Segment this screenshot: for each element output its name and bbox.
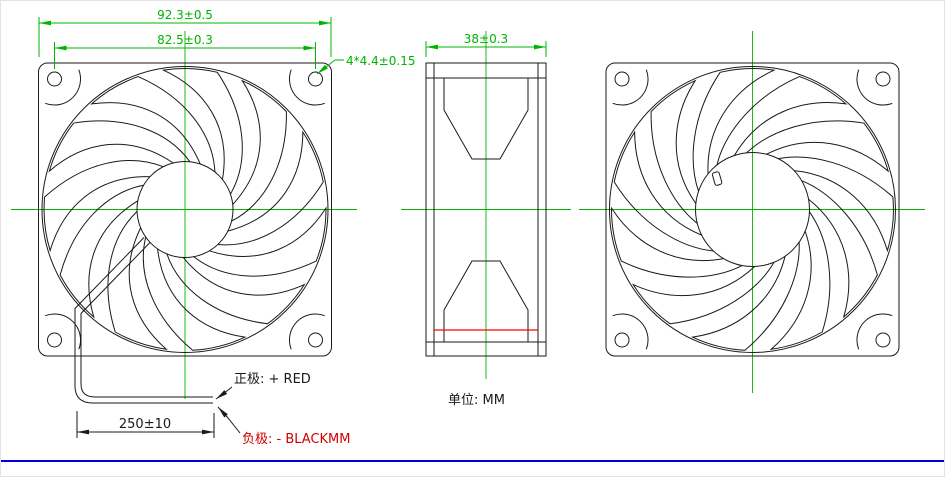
dim-lead-length: 250±10 [119, 417, 171, 432]
unit-note: 单位: MM [448, 393, 505, 408]
venturi-bottom-profile [443, 260, 529, 342]
dim-depth: 38±0.3 [464, 32, 508, 46]
dim-outer-size: 92.3±0.5 [157, 8, 213, 22]
lead-length-dimension [76, 386, 241, 438]
lead-wires [74, 356, 213, 404]
dim-hole-pitch: 82.5±0.3 [157, 33, 213, 47]
dimension-lines [38, 17, 547, 75]
centerlines [11, 31, 925, 399]
venturi-top-profile [443, 78, 529, 160]
positive-lead-leader [215, 386, 233, 400]
rear-view [605, 62, 900, 357]
front-view [38, 62, 332, 357]
dim-mount-hole: 4*4.4±0.15 [346, 54, 416, 68]
negative-lead-label: 负极: - BLACKMM [242, 432, 351, 447]
side-view [425, 62, 547, 357]
positive-lead-label: 正极: + RED [234, 372, 311, 387]
mount-hole-leader [316, 59, 344, 75]
negative-lead-leader [217, 406, 241, 434]
